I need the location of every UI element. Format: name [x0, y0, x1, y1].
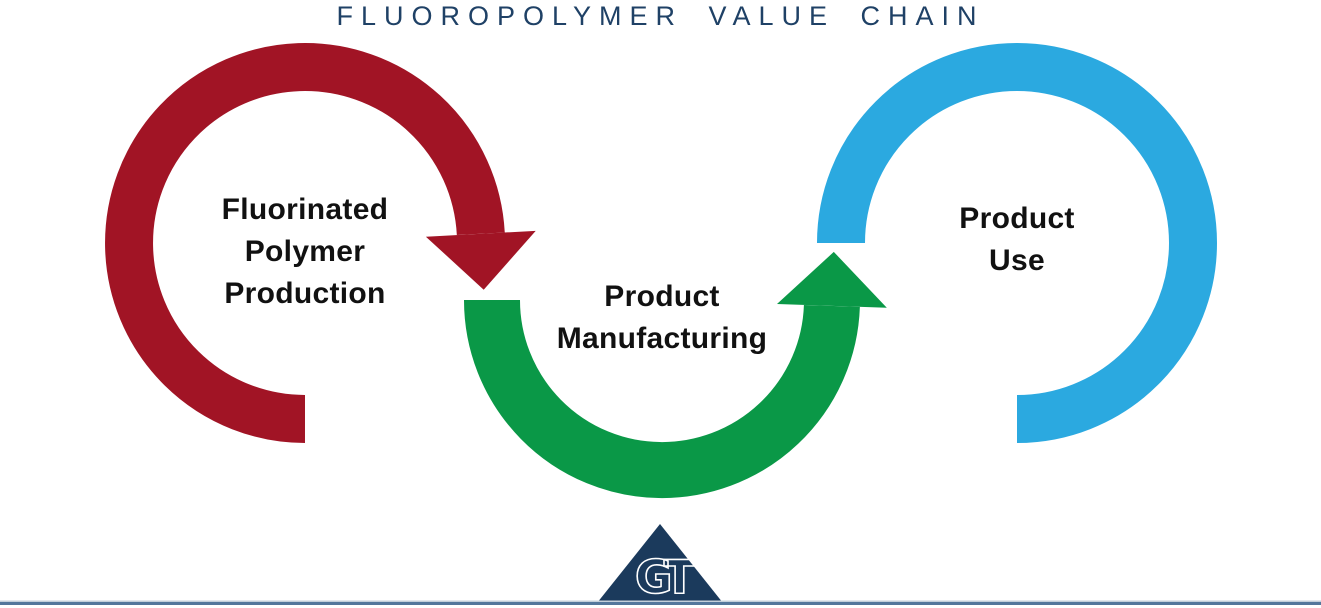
stage-label-line: Use: [989, 244, 1045, 277]
logo-monogram: GT: [635, 550, 696, 604]
manufacturing-arrowhead-icon: [777, 251, 887, 308]
stage-label-fluorinated-polymer-production: Fluorinated Polymer Production: [155, 189, 455, 315]
diagram-title: FLUOROPOLYMER VALUE CHAIN: [336, 1, 985, 31]
stage-label-line: Production: [224, 277, 386, 310]
stage-label-line: Polymer: [244, 235, 366, 268]
use-cycle-arc: [817, 43, 1217, 443]
stage-label-line: Product: [604, 280, 720, 313]
stage-label-product-use: Product Use: [867, 198, 1167, 282]
footer-rule-highlight: [0, 600, 1321, 602]
logo-triangle: [597, 524, 723, 603]
stage-label-product-manufacturing: Product Manufacturing: [502, 276, 822, 360]
stage-label-line: Manufacturing: [556, 322, 768, 355]
production-cycle-arc: [105, 43, 505, 443]
stage-label-line: Product: [959, 202, 1075, 235]
stage-label-line: Fluorinated: [221, 193, 389, 226]
footer-rule: [0, 602, 1321, 605]
production-arrowhead-icon: [425, 230, 536, 290]
manufacturing-arc: [464, 299, 860, 499]
